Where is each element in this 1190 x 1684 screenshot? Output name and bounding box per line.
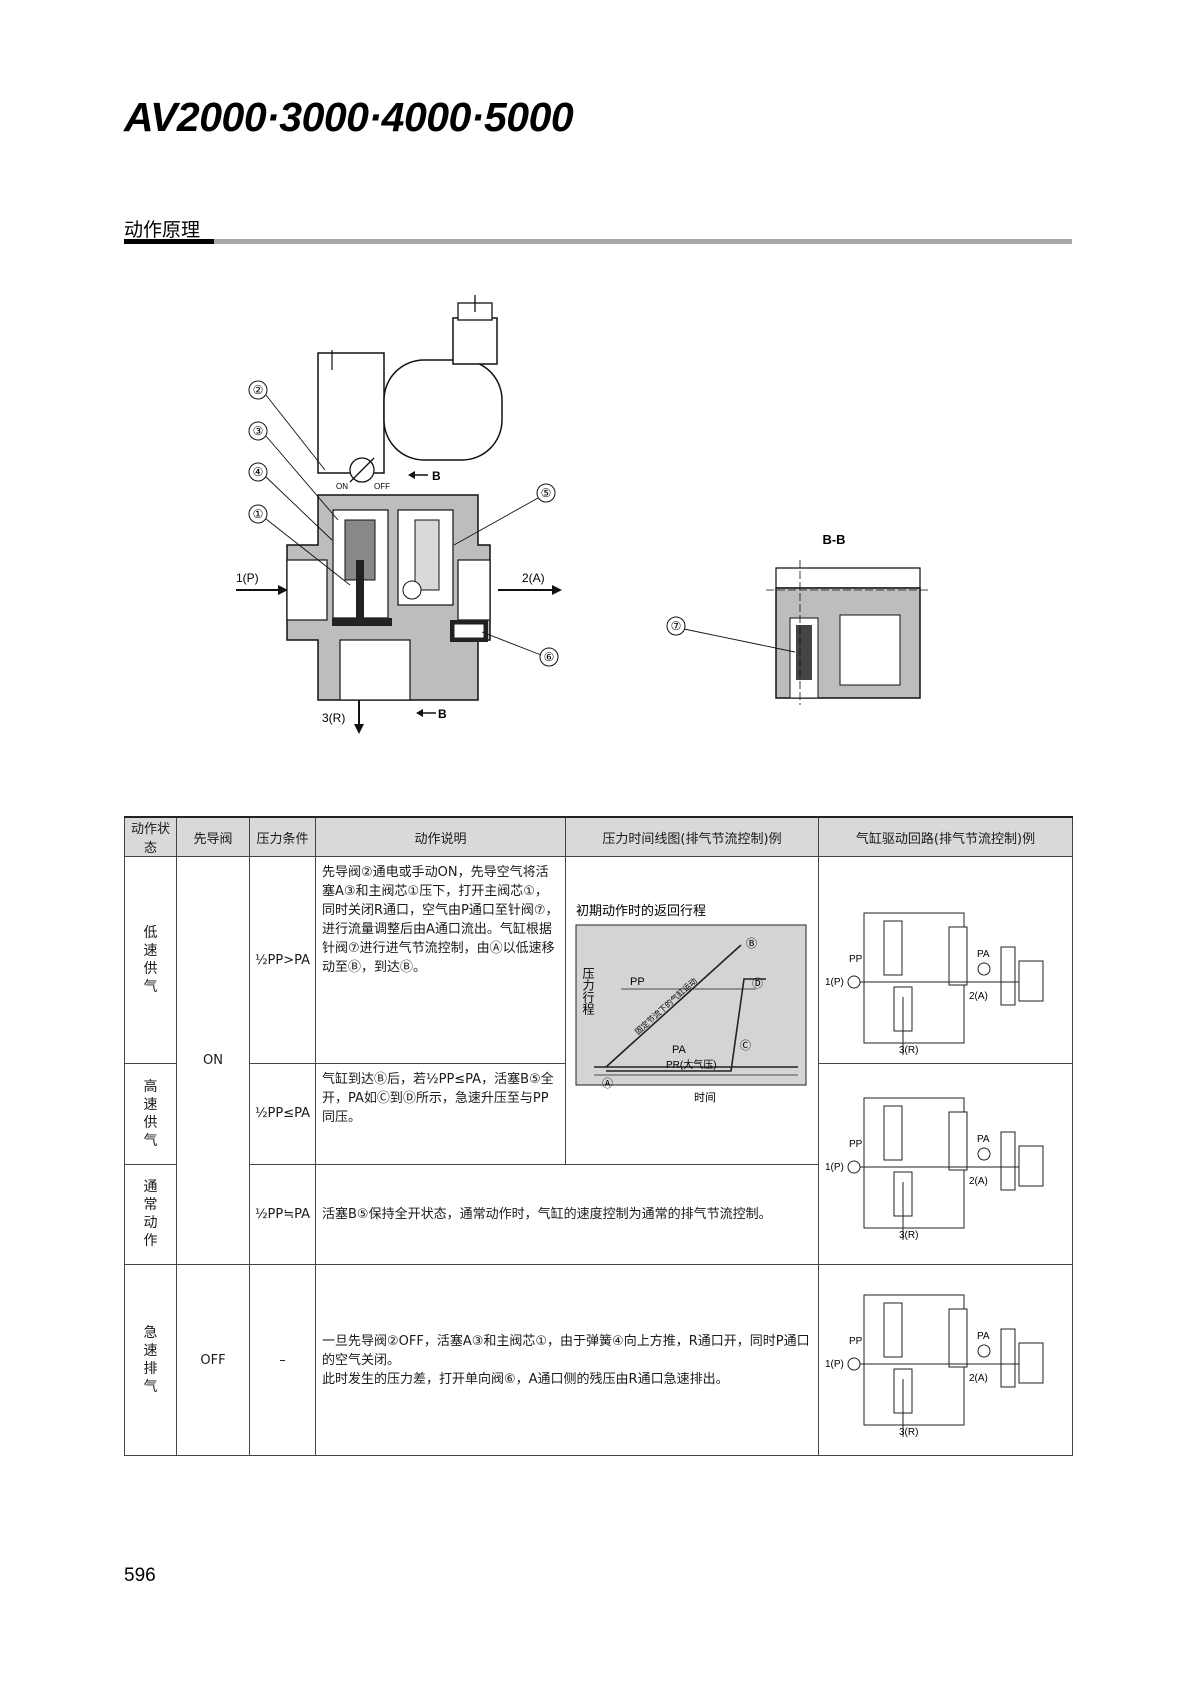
- circuit-p-port: 1(P): [825, 1162, 844, 1173]
- callout-3: ③: [253, 424, 264, 438]
- section-view-title: B-B: [822, 532, 845, 547]
- pressure-time-graph-cell: 初期动作时的返回行程 压力行程 PP PA PR(大气压) 固定节流下的气缸运动…: [565, 856, 819, 1165]
- circuit-r-port: 3(R): [899, 1427, 918, 1438]
- switch-on-label: ON: [336, 482, 348, 491]
- port-out-label: 2(A): [522, 571, 545, 585]
- header-pressure: 压力条件: [249, 816, 316, 857]
- callout-1: ①: [253, 507, 264, 521]
- graph-label-pr: PR(大气压): [666, 1058, 717, 1071]
- circuit-cell-2: PP PA 1(P) 2(A) 3(R): [818, 1063, 1073, 1265]
- section-rule-accent: [124, 239, 214, 244]
- header-circuit: 气缸驱动回路(排气节流控制)例: [818, 816, 1073, 857]
- description-cell: 一旦先导阀②OFF，活塞A③和主阀芯①，由于弹簧④向上方推，R通口开，同时P通口…: [315, 1264, 819, 1456]
- circuit-pa: PA: [977, 949, 990, 960]
- header-description: 动作说明: [315, 816, 566, 857]
- pressure-cell: ½PP≒PA: [249, 1163, 316, 1265]
- model-title: AV2000·3000·4000·5000: [124, 94, 574, 140]
- graph-label-pp: PP: [630, 976, 645, 988]
- circuit-a-port: 2(A): [969, 1373, 988, 1384]
- circuit-diagram: PP PA 1(P) 2(A) 3(R): [825, 1294, 1044, 1438]
- description-cell: 活塞B⑤保持全开状态，通常动作时，气缸的速度控制为通常的排气节流控制。: [315, 1163, 819, 1265]
- circuit-diagram: PP PA 1(P) 2(A) 3(R): [825, 1097, 1044, 1241]
- table-row: 通常动作 ½PP≒PA 活塞B⑤保持全开状态，通常动作时，气缸的速度控制为通常的…: [124, 1163, 1073, 1265]
- circuit-diagram: PP PA 1(P) 2(A) 3(R): [825, 912, 1044, 1056]
- table-row: 高速供气 ½PP≤PA 气缸到达Ⓑ后，若½PP≤PA，活塞B⑤全开，PA如Ⓒ到Ⓓ…: [124, 1063, 1073, 1265]
- section-heading: 动作原理: [124, 219, 201, 241]
- graph-x-axis: 时间: [694, 1091, 716, 1104]
- pressure-cell: –: [249, 1264, 316, 1456]
- pressure-cell: ½PP>PA: [249, 856, 316, 1064]
- graph-caption: 初期动作时的返回行程: [576, 903, 706, 918]
- port-exhaust-label: 3(R): [322, 711, 345, 725]
- callout-6: ⑥: [544, 650, 555, 664]
- table-row: 低速供气 ON ½PP>PA 先导阀②通电或手动ON，先导空气将活塞A③和主阀芯…: [124, 856, 1073, 1265]
- table-header-row: 动作状态 先导阀 压力条件 动作说明 压力时间线图(排气节流控制)例 气缸驱动回…: [124, 816, 1073, 857]
- circuit-pp: PP: [849, 954, 863, 965]
- circuit-pa: PA: [977, 1331, 990, 1342]
- section-marker-bottom: B: [438, 707, 447, 721]
- description-line-2: 此时发生的压力差，打开单向阀⑥，A通口侧的残压由R通口急速排出。: [322, 1371, 729, 1387]
- header-graph: 压力时间线图(排气节流控制)例: [565, 816, 819, 857]
- circuit-cell-1: PP PA 1(P) 2(A) 3(R): [818, 856, 1073, 1064]
- graph-point-a: Ⓐ: [602, 1077, 613, 1090]
- valve-cross-section-diagram: ON OFF B B 1(P) 2(A) 3(R): [236, 295, 562, 734]
- state-cell: 通常动作: [124, 1163, 177, 1265]
- graph-point-d: Ⓓ: [752, 977, 763, 990]
- graph-point-c: Ⓒ: [740, 1039, 751, 1052]
- graph-y-axis: 压力行程: [581, 967, 595, 1016]
- circuit-pp: PP: [849, 1336, 863, 1347]
- circuit-pa: PA: [977, 1134, 990, 1145]
- table-row: 急速排气 OFF – 一旦先导阀②OFF，活塞A③和主阀芯①，由于弹簧④向上方推…: [124, 1264, 1073, 1456]
- callout-2: ②: [253, 383, 264, 397]
- header-pilot: 先导阀: [176, 816, 250, 857]
- pilot-cell-on: ON: [176, 856, 250, 1265]
- description-cell: 气缸到达Ⓑ后，若½PP≤PA，活塞B⑤全开，PA如Ⓒ到Ⓓ所示，急速升压至与PP同…: [315, 1063, 566, 1165]
- description-cell: 先导阀②通电或手动ON，先导空气将活塞A③和主阀芯①压下，打开主阀芯①，同时关闭…: [315, 856, 566, 1064]
- pressure-cell: ½PP≤PA: [249, 1063, 316, 1165]
- circuit-p-port: 1(P): [825, 977, 844, 988]
- section-marker-top: B: [432, 469, 441, 483]
- switch-off-label: OFF: [374, 482, 390, 491]
- circuit-r-port: 3(R): [899, 1230, 918, 1241]
- callout-4: ④: [253, 465, 264, 479]
- header-state: 动作状态: [124, 816, 177, 857]
- state-cell: 高速供气: [124, 1063, 177, 1165]
- callout-7: ⑦: [671, 619, 682, 633]
- circuit-p-port: 1(P): [825, 1359, 844, 1370]
- graph-label-pa: PA: [672, 1044, 687, 1056]
- circuit-cell-3: PP PA 1(P) 2(A) 3(R): [818, 1264, 1073, 1456]
- description-line-1: 一旦先导阀②OFF，活塞A③和主阀芯①，由于弹簧④向上方推，R通口开，同时P通口…: [322, 1333, 810, 1368]
- section-rule: [124, 239, 1072, 244]
- circuit-pp: PP: [849, 1139, 863, 1150]
- operation-table: 动作状态 先导阀 压力条件 动作说明 压力时间线图(排气节流控制)例 气缸驱动回…: [124, 816, 1073, 1456]
- pilot-cell-off: OFF: [176, 1264, 250, 1456]
- graph-point-b: Ⓑ: [746, 937, 757, 950]
- callout-5: ⑤: [541, 486, 552, 500]
- pressure-time-graph: 初期动作时的返回行程 压力行程 PP PA PR(大气压) 固定节流下的气缸运动…: [575, 903, 807, 1104]
- port-in-label: 1(P): [236, 571, 259, 585]
- state-cell: 急速排气: [124, 1264, 177, 1456]
- page-number: 596: [124, 1565, 156, 1586]
- circuit-r-port: 3(R): [899, 1045, 918, 1056]
- state-cell: 低速供气: [124, 856, 177, 1064]
- section-view-bb: B-B ⑦: [666, 532, 930, 705]
- circuit-a-port: 2(A): [969, 1176, 988, 1187]
- circuit-a-port: 2(A): [969, 991, 988, 1002]
